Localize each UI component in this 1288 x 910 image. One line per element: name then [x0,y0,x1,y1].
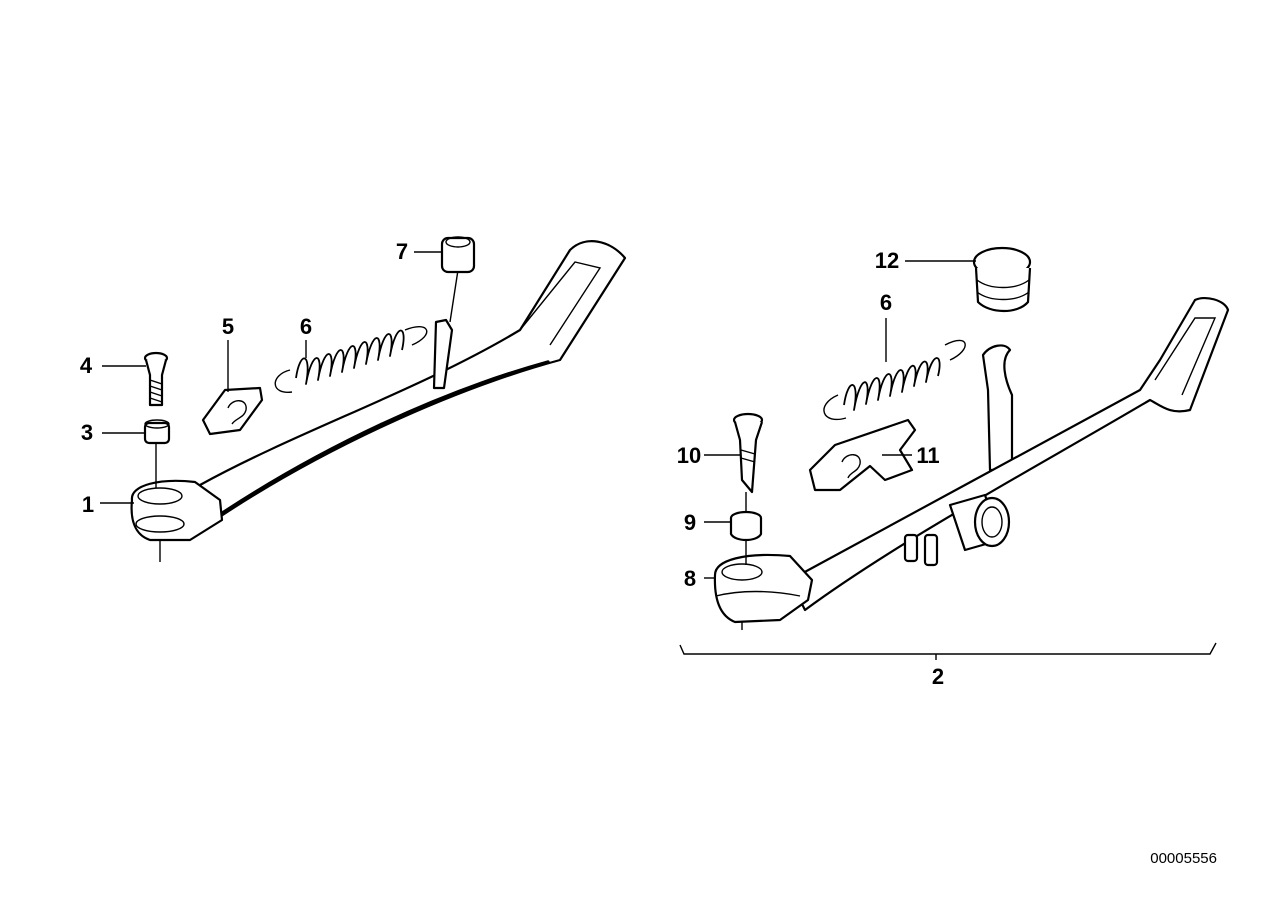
right-side-stand-assembly [679,246,1230,660]
callout-4: 4 [80,353,93,378]
left-side-stand-assembly [100,236,627,562]
stand-bracket-post [981,344,1014,472]
plate-keyhole-right [841,454,861,479]
tension-spring-part-right [823,339,966,421]
pivot-eye-complete [713,553,814,624]
callout-8: 8 [684,566,696,591]
rubber-bushing-part [729,510,763,542]
bushing-part [143,419,171,445]
side-stand-foot-detail [519,261,602,346]
rubber-plug-part [972,246,1032,313]
side-stand-pivot-eye [130,479,224,542]
callout-11: 11 [916,443,939,468]
pivot-eye-hole-top [137,487,183,505]
callout-6-left: 6 [300,314,312,339]
shoulder-bolt-part [732,412,764,494]
assembly-bracket [679,642,1217,655]
callout-3: 3 [81,420,93,445]
callout-10: 10 [677,443,701,468]
pin-part [432,236,476,390]
callout-5: 5 [222,314,234,339]
callout-7: 7 [396,239,408,264]
leg-foot-detail [1154,317,1217,396]
bolt-part [143,351,169,407]
side-stand-leg-shadow [213,360,550,520]
diagram-reference-number: 00005556 [1150,850,1217,867]
callout-6-right: 6 [880,290,892,315]
spring-bracket-plate-part [808,418,917,492]
callout-12: 12 [875,248,899,273]
pivot-eye-hole-bottom [135,515,185,533]
stand-stud-pins [903,533,939,567]
callout-9: 9 [684,510,696,535]
callout-1: 1 [82,492,94,517]
eye-hole-top [721,563,763,581]
callout-2: 2 [932,664,944,689]
plate-keyhole [227,400,247,425]
tension-spring-part-left [274,326,428,393]
side-stand-leg [198,240,627,522]
eye-slot [715,590,801,597]
retaining-plate-part [201,386,264,436]
pivot-tube [948,493,1011,552]
